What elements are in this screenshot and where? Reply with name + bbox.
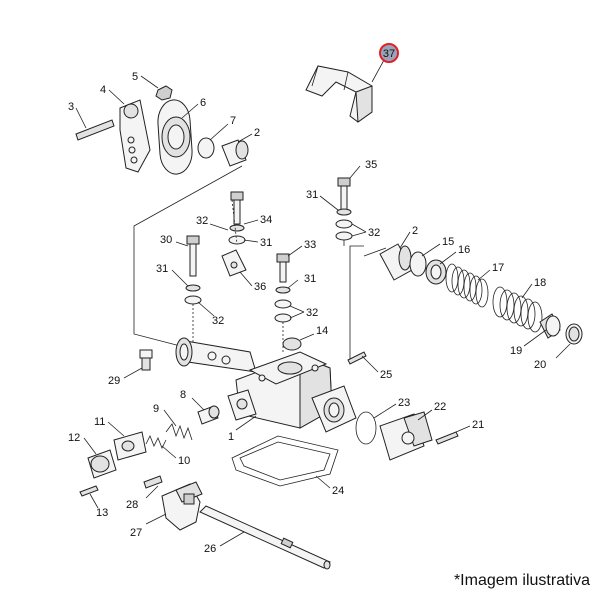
callout-19: 19 [510,345,522,357]
callout-33: 33 [304,239,316,251]
callout-31c: 31 [304,273,316,285]
callout-15: 15 [442,236,454,248]
callout-28: 28 [126,499,138,511]
callout-17: 17 [492,262,504,274]
callout-14: 14 [316,325,328,337]
bolt-21 [435,431,459,445]
callout-3: 3 [68,101,74,113]
cover-22 [379,411,433,461]
detent-group [79,405,220,497]
lever-assembly [75,85,249,175]
callout-29: 29 [108,375,120,387]
callout-13: 13 [96,507,108,519]
callout-37-highlight [379,43,399,63]
callout-32b: 32 [212,315,224,327]
callout-37: 37 [383,48,395,60]
callout-1: 1 [228,431,234,443]
callout-25: 25 [380,369,392,381]
shift-rod-26 [199,505,331,570]
callout-26: 26 [204,543,216,555]
bolts-and-washers [184,177,353,323]
callout-7: 7 [230,115,236,127]
spring-pack [379,243,583,345]
o-ring-23 [355,411,377,445]
callout-32d: 32 [368,227,380,239]
callout-10: 10 [178,455,190,467]
callout-27: 27 [130,527,142,539]
callout-21: 21 [472,419,484,431]
callout-32a: 32 [196,215,208,227]
callout-8: 8 [180,389,186,401]
gasket-24 [231,435,339,487]
callout-34: 34 [260,214,272,226]
callout-30: 30 [160,234,172,246]
ring-7 [197,137,215,159]
callout-2b: 2 [412,225,418,237]
callout-23: 23 [398,397,410,409]
callout-4: 4 [100,84,106,96]
callout-31b: 31 [260,237,272,249]
callout-35: 35 [365,159,377,171]
part-37-bracket [305,65,373,123]
callout-31d: 31 [156,263,168,275]
callout-22: 22 [434,401,446,413]
plug-14 [282,337,302,351]
callout-9: 9 [153,403,159,415]
assembly-line-right [349,245,364,364]
main-housing-1 [175,337,357,433]
callout-24: 24 [332,485,344,497]
illustrative-image-caption: *Imagem ilustrativa [453,572,590,589]
callout-12: 12 [68,432,80,444]
callout-16: 16 [458,244,470,256]
callout-6: 6 [200,97,206,109]
assembly-line-left [133,165,243,349]
screw-25 [347,351,367,365]
callout-36: 36 [254,281,266,293]
callout-2a: 2 [254,127,260,139]
callout-18: 18 [534,277,546,289]
callout-32c: 32 [306,307,318,319]
callout-31a: 31 [306,189,318,201]
pin-28 [143,475,163,489]
bolt-3 [75,119,115,141]
callout-20: 20 [534,359,546,371]
shift-fork-27 [143,475,203,531]
callout-5: 5 [132,71,138,83]
callout-11: 11 [94,416,105,428]
leader-37 [371,59,385,83]
nut-5 [155,85,173,101]
plug-29 [139,349,153,371]
